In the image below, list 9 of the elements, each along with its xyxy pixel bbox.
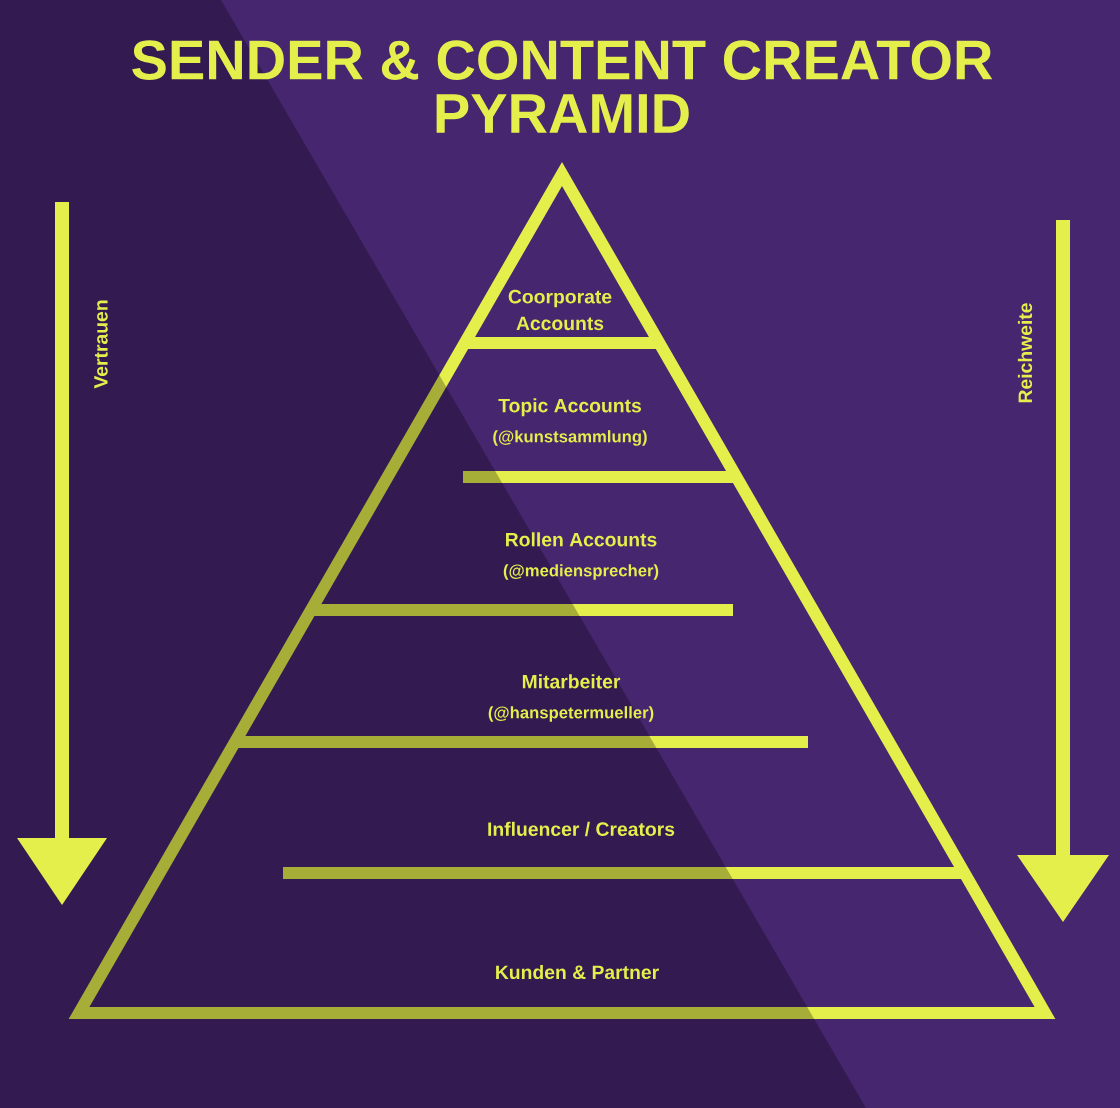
arrow-label: Reichweite <box>1017 303 1033 403</box>
title: SENDER & CONTENT CREATOR PYRAMID <box>132 40 993 133</box>
tier-label: Mitarbeiter (@hanspetermueller) <box>488 674 654 722</box>
arrow-label: Vertrauen <box>94 300 108 389</box>
tier-label: Kunden & Partner <box>496 964 659 980</box>
tier-label: Coorporate Accounts <box>508 289 612 331</box>
tier-label: Rollen Accounts (@mediensprecher) <box>503 532 659 580</box>
tier-label: Topic Accounts (@kunstsammlung) <box>493 398 647 446</box>
tier-label: Influencer / Creators <box>488 821 675 837</box>
